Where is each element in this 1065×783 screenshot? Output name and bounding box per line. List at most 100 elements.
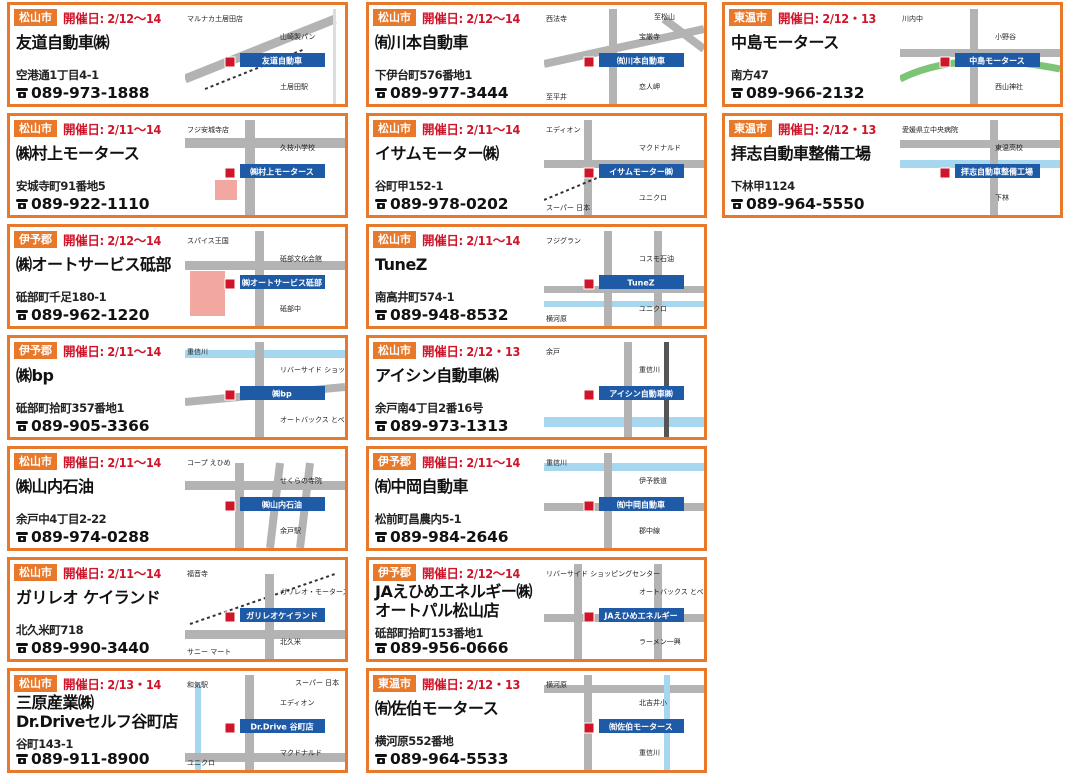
dealer-name: 拝志自動車整備工場 bbox=[731, 144, 871, 163]
map-marker-icon bbox=[224, 722, 236, 734]
area-badge: 伊予郡 bbox=[14, 230, 57, 248]
map-marker-icon bbox=[224, 167, 236, 179]
dealer-phone: 089-977-3444 bbox=[375, 84, 509, 102]
phone-icon bbox=[375, 643, 387, 653]
map-label: ユニクロ bbox=[639, 305, 667, 313]
map-label: 北吉井小 bbox=[639, 698, 667, 707]
dealer-card: 松山市 開催日: 2/12〜14 友道自動車㈱ 空港通1丁目4-1 089-97… bbox=[7, 2, 348, 107]
dealer-address: 余戸中4丁目2-22 bbox=[16, 512, 107, 526]
card-header: 松山市 開催日: 2/12〜14 bbox=[14, 8, 161, 26]
map-label: 余戸 bbox=[546, 347, 560, 356]
map-label: サニー マート bbox=[187, 648, 231, 656]
area-badge: 東温市 bbox=[729, 119, 772, 137]
map-label: 砥部中 bbox=[280, 304, 301, 313]
dealer-card: 東温市 開催日: 2/12・13 拝志自動車整備工場 下林甲1124 089-9… bbox=[722, 113, 1063, 218]
phone-icon bbox=[375, 421, 387, 431]
shop-label-text: ㈲川本自動車 bbox=[617, 56, 665, 66]
map-marker-icon bbox=[224, 56, 236, 68]
map-marker-icon bbox=[224, 611, 236, 623]
shop-label bbox=[599, 497, 684, 511]
shop-label-text: ㈱bp bbox=[272, 389, 292, 399]
dealer-address: 北久米町718 bbox=[16, 623, 84, 637]
card-header: 伊予郡 開催日: 2/11〜14 bbox=[14, 341, 161, 359]
dealer-map: ㈲中岡自動車 重信川伊予鉄道郡中線 bbox=[544, 453, 704, 548]
shop-label-text: TuneZ bbox=[627, 279, 654, 288]
dealer-map: ガリレオケイランド福音寺ガリレオ・モーターズ北久米サニー マート bbox=[185, 564, 345, 659]
map-label: 川内中 bbox=[902, 14, 923, 23]
shop-label bbox=[240, 275, 325, 289]
shop-label bbox=[240, 386, 325, 400]
dealer-card: 松山市 開催日: 2/12・13 アイシン自動車㈱ 余戸南4丁目2番16号 08… bbox=[366, 335, 707, 440]
map-label: エディオン bbox=[546, 125, 581, 134]
map-label: 北久米 bbox=[280, 637, 301, 646]
shop-label bbox=[599, 53, 684, 67]
phone-icon bbox=[16, 199, 28, 209]
dealer-name: 三原産業㈱ Dr.Driveセルフ谷町店 bbox=[16, 693, 178, 731]
dealer-address: 砥部町拾町153番地1 bbox=[375, 626, 484, 640]
shop-label-text: イサムモーター㈱ bbox=[609, 167, 673, 177]
dealer-phone: 089-973-1888 bbox=[16, 84, 150, 102]
dealer-card: 伊予郡 開催日: 2/11〜14 ㈲中岡自動車 松前町昌農内5-1 089-98… bbox=[366, 446, 707, 551]
map-label: 重信川 bbox=[546, 458, 567, 467]
map-marker-icon bbox=[583, 611, 595, 623]
card-header: 伊予郡 開催日: 2/12〜14 bbox=[14, 230, 161, 248]
dealer-card: 伊予郡 開催日: 2/12〜14 JAえひめエネルギー㈱ オートパル松山店 砥部… bbox=[366, 557, 707, 662]
dealer-card: 松山市 開催日: 2/13・14 三原産業㈱ Dr.Driveセルフ谷町店 谷町… bbox=[7, 668, 348, 773]
area-badge: 松山市 bbox=[14, 674, 57, 692]
map-label: 重信川 bbox=[639, 365, 660, 374]
map-label: コスモ石油 bbox=[639, 254, 674, 263]
map-marker-icon bbox=[224, 500, 236, 512]
shop-label-text: ㈲佐伯モータース bbox=[609, 722, 673, 732]
dealer-card: 松山市 開催日: 2/11〜14 ガリレオ ケイランド 北久米町718 089-… bbox=[7, 557, 348, 662]
map-label: 郡中線 bbox=[639, 526, 660, 535]
phone-icon bbox=[375, 88, 387, 98]
map-label: 伊予鉄道 bbox=[639, 476, 667, 485]
dealer-name: ㈱bp bbox=[16, 366, 54, 385]
area-badge: 松山市 bbox=[373, 119, 416, 137]
dealer-address: 横河原552番地 bbox=[375, 734, 454, 748]
card-header: 伊予郡 開催日: 2/12〜14 bbox=[373, 563, 520, 581]
shop-label bbox=[599, 719, 684, 733]
dealer-address: 安城寺町91番地5 bbox=[16, 179, 106, 193]
shop-label-text: ガリレオケイランド bbox=[246, 611, 318, 621]
map-label: ユニクロ bbox=[639, 194, 667, 202]
dealer-map: ㈱山内石油コープ えひめせくらの寺院余戸駅 bbox=[185, 453, 345, 548]
dealer-name: ㈲川本自動車 bbox=[375, 33, 469, 52]
dealer-map: 中島モータース川内中小野谷西山神社 bbox=[900, 9, 1060, 104]
shop-label-text: ㈲中岡自動車 bbox=[617, 500, 665, 510]
dealer-phone: 089-990-3440 bbox=[16, 639, 150, 657]
map-label: 西山神社 bbox=[995, 82, 1023, 91]
phone-icon bbox=[16, 88, 28, 98]
shop-label bbox=[240, 53, 325, 67]
map-label: 横河原 bbox=[546, 680, 567, 689]
card-header: 東温市 開催日: 2/12・13 bbox=[373, 674, 520, 692]
dealer-map: アイシン自動車㈱余戸重信川 bbox=[544, 342, 704, 437]
event-date: 開催日: 2/12〜14 bbox=[422, 565, 521, 581]
card-header: 松山市 開催日: 2/11〜14 bbox=[373, 230, 520, 248]
event-date: 開催日: 2/12・13 bbox=[778, 121, 877, 137]
dealer-address: 砥部町拾町357番地1 bbox=[16, 401, 125, 415]
dealer-address: 谷町甲152-1 bbox=[375, 179, 444, 193]
dealer-address: 下林甲1124 bbox=[731, 179, 795, 193]
shop-label bbox=[955, 53, 1040, 67]
dealer-phone: 089-911-8900 bbox=[16, 750, 150, 768]
map-label: 至平井 bbox=[546, 92, 567, 101]
map-label: 横河原 bbox=[546, 314, 567, 323]
map-marker-icon bbox=[583, 278, 595, 290]
area-badge: 松山市 bbox=[14, 563, 57, 581]
map-label: 重信川 bbox=[639, 748, 660, 757]
card-header: 松山市 開催日: 2/11〜14 bbox=[14, 563, 161, 581]
dealer-card: 東温市 開催日: 2/12・13 中島モータース 南方47 089-966-21… bbox=[722, 2, 1063, 107]
